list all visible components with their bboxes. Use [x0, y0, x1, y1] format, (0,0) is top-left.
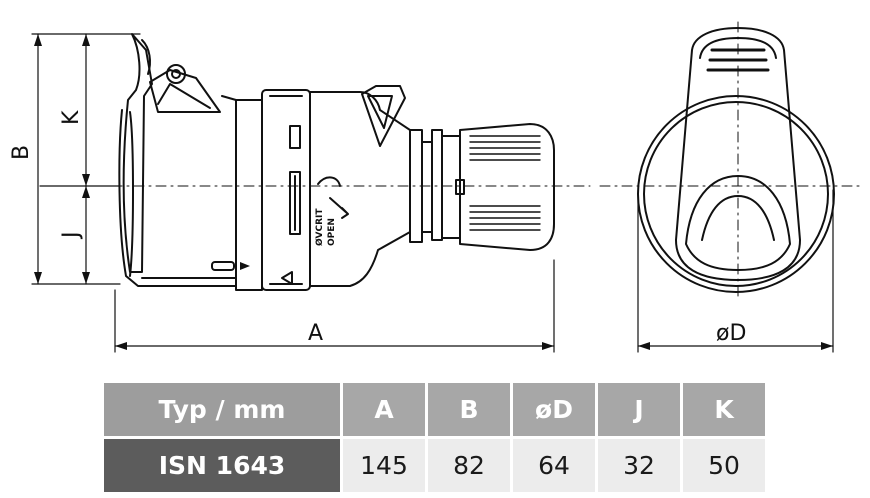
- header-cell-a: A: [340, 383, 425, 436]
- row-cell-b: 82: [425, 436, 510, 492]
- dimension-label-k: K: [59, 110, 84, 125]
- row-cell-d: 64: [510, 436, 595, 492]
- header-cell-type: Typ / mm: [104, 383, 340, 436]
- dimension-label-j: J: [59, 232, 84, 241]
- header-cell-d: øD: [510, 383, 595, 436]
- header-cell-j: J: [595, 383, 680, 436]
- row-cell-j: 32: [595, 436, 680, 492]
- dimension-label-b: B: [9, 145, 34, 160]
- close-label: ØVCRIT: [314, 208, 325, 246]
- row-cell-k: 50: [680, 436, 765, 492]
- header-cell-b: B: [425, 383, 510, 436]
- row-cell-type: ISN 1643: [104, 436, 340, 492]
- dimension-label-a: A: [308, 321, 323, 346]
- gland-ribs: [469, 135, 541, 231]
- row-cell-a: 145: [340, 436, 425, 492]
- spec-table-header: Typ / mm A B øD J K: [104, 383, 765, 436]
- spec-table: Typ / mm A B øD J K ISN 1643 145 82 64 3…: [104, 383, 765, 492]
- table-row: ISN 1643 145 82 64 32 50: [104, 436, 765, 492]
- socket-front-view: [637, 27, 835, 293]
- dimension-line-a: [114, 259, 555, 353]
- header-cell-k: K: [680, 383, 765, 436]
- open-label: OPEN: [327, 218, 337, 246]
- dimension-lines-left: [31, 33, 141, 285]
- technical-drawing: B K J A øD: [9, 21, 863, 353]
- dimension-label-d: øD: [716, 321, 746, 346]
- center-lines: [111, 21, 863, 301]
- dimension-line-d: [637, 189, 834, 353]
- socket-side-view: ØVCRIT OPEN: [118, 33, 555, 291]
